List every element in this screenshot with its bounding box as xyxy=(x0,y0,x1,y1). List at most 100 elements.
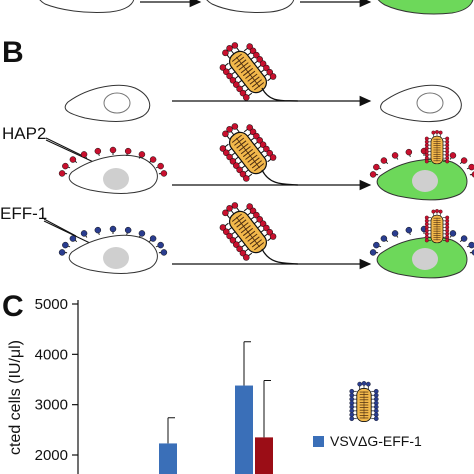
nucleus-row-1 xyxy=(103,92,131,114)
virion-spike-head xyxy=(445,139,450,144)
membrane-protein-head xyxy=(62,241,69,249)
membrane-protein-head xyxy=(138,230,146,237)
membrane-protein-head xyxy=(109,146,117,154)
virion-spike-head xyxy=(269,233,277,240)
virion-spike-head xyxy=(349,412,355,418)
panel-b-row-2: HAP2 xyxy=(2,123,474,201)
virion-spike-head xyxy=(222,49,229,57)
virion-spike-head xyxy=(357,381,363,387)
nucleus-hap2 xyxy=(103,168,129,190)
virion-genome-axis xyxy=(235,56,261,88)
pointer-eff1-2 xyxy=(43,220,93,245)
membrane-protein-head xyxy=(157,162,164,170)
nucleus-fused-hap2 xyxy=(412,170,438,192)
virion-spike-head xyxy=(373,388,379,394)
panel-b-row-3: EFF-1 xyxy=(0,202,474,279)
virion-spike-head xyxy=(243,254,250,261)
membrane-protein-head xyxy=(69,235,77,242)
membrane-protein-head xyxy=(460,235,468,242)
virion-spike-head xyxy=(222,209,229,217)
virion-spike-head xyxy=(445,136,450,141)
membrane-protein-head xyxy=(58,249,66,256)
membrane-protein-head xyxy=(373,163,380,171)
membrane-protein-head xyxy=(471,171,474,178)
virion-spike-head xyxy=(349,392,355,398)
label-eff1: EFF-1 xyxy=(0,204,47,223)
nucleus-result-row-1 xyxy=(416,92,444,114)
eff1-proteins-on-cell xyxy=(58,225,168,256)
virion-spike-head xyxy=(424,215,429,220)
bar xyxy=(159,443,177,474)
virion-spike-head xyxy=(424,136,429,141)
membrane-protein-head xyxy=(468,241,474,249)
virion-spike-head xyxy=(424,149,429,154)
membrane-protein-head xyxy=(391,152,399,159)
panel-c-letter: C xyxy=(2,290,24,323)
legend-label-eff1: VSVΔG-EFF-1 xyxy=(330,433,422,449)
membrane-protein-head xyxy=(468,163,474,171)
membrane-protein-head xyxy=(94,147,102,155)
membrane-protein-head xyxy=(391,230,399,237)
membrane-protein-head xyxy=(62,162,69,170)
virion-spike-head xyxy=(349,396,355,402)
nucleus-eff1 xyxy=(103,247,129,269)
virion-row-2 xyxy=(219,123,277,182)
virion-spike-head xyxy=(431,209,436,214)
virion-spike-head xyxy=(373,408,379,414)
virion-spike-head xyxy=(349,388,355,394)
membrane-protein-head xyxy=(80,151,88,158)
hap2-proteins-on-cell xyxy=(58,146,168,177)
bars xyxy=(159,341,273,474)
membrane-protein-head xyxy=(380,157,388,164)
pointer-hap2-2 xyxy=(45,139,101,166)
virion-spike-head xyxy=(349,416,355,422)
y-tick-label: 4000 xyxy=(35,346,68,363)
virion-spike-head xyxy=(424,152,429,157)
membrane-protein-head xyxy=(160,170,168,177)
virion-spike-head xyxy=(424,143,429,148)
virion-tail-row-1 xyxy=(261,87,299,102)
membrane-protein-head xyxy=(58,170,66,177)
membrane-protein-head xyxy=(380,235,388,242)
y-tick-label: 2000 xyxy=(35,447,68,464)
legend-swatch xyxy=(313,436,324,447)
virion-spike-head xyxy=(445,152,450,157)
virion-spike-head xyxy=(361,381,367,386)
bar xyxy=(235,385,253,474)
virion-spike-head xyxy=(373,404,379,410)
membrane-protein-head xyxy=(373,241,380,249)
panel-a-fused-cell xyxy=(377,0,474,15)
virion-spike-head xyxy=(424,159,429,164)
legend: VSVΔG-EFF-1 xyxy=(313,381,422,449)
virion-spike-head xyxy=(349,404,355,410)
virion-spike-head xyxy=(222,130,229,138)
virion-spike-head xyxy=(445,225,450,230)
membrane-protein-head xyxy=(449,152,457,159)
virion-fused-row-3 xyxy=(424,209,450,244)
virion-spike-head xyxy=(424,228,429,233)
virion-spike-head xyxy=(424,235,429,240)
membrane-protein-head xyxy=(160,249,168,256)
label-hap2: HAP2 xyxy=(2,124,46,143)
virion-spike-head xyxy=(424,156,429,161)
nucleus-fused-eff1 xyxy=(412,248,438,270)
virion-tail-row-3 xyxy=(261,248,299,265)
membrane-protein-head xyxy=(460,157,468,164)
virion-spike-head xyxy=(243,94,250,101)
panel-b-row-1 xyxy=(64,42,462,122)
virion-spike-head xyxy=(445,218,450,223)
virion-spike-head xyxy=(424,222,429,227)
virion-tail-row-2 xyxy=(261,169,299,186)
virion-spike-head xyxy=(424,238,429,243)
virion-spike-head xyxy=(424,225,429,230)
virion-spike-head xyxy=(231,123,239,130)
virion-fused-row-2 xyxy=(424,130,450,165)
membrane-protein-head xyxy=(157,241,164,249)
membrane-protein-head xyxy=(138,151,146,158)
virion-spike-head xyxy=(445,215,450,220)
membrane-protein-head xyxy=(369,171,377,178)
virion-spike-head xyxy=(435,209,439,213)
virion-spike-head xyxy=(445,228,450,233)
